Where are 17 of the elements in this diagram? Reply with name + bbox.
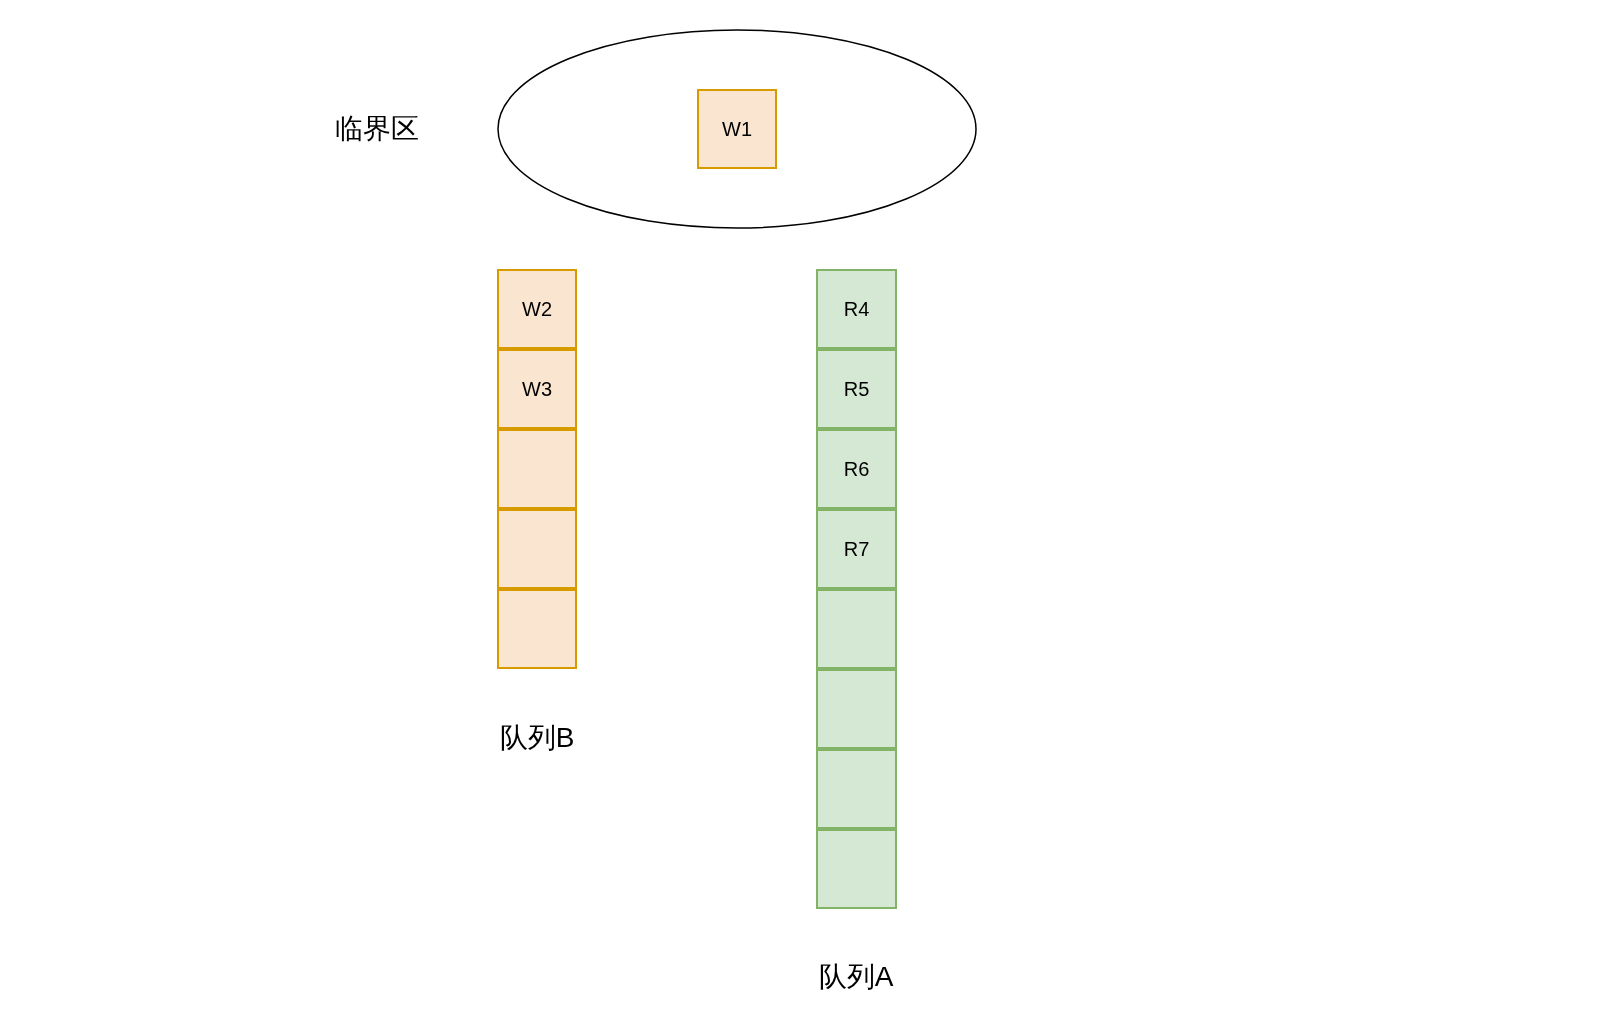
queue-label: 队列B xyxy=(499,721,575,755)
queue-cell xyxy=(497,429,577,509)
queue-cell xyxy=(816,829,897,909)
queue-cell: R6 xyxy=(816,429,897,509)
queue-cell: R7 xyxy=(816,509,897,589)
queue-cell xyxy=(816,589,897,669)
queue-cell: W3 xyxy=(497,349,577,429)
queue-label: 队列A xyxy=(818,960,894,994)
queue-cell xyxy=(816,749,897,829)
queue-cell xyxy=(816,669,897,749)
queue-cell xyxy=(497,589,577,669)
region-label: 临界区 xyxy=(335,112,419,146)
queue-cell: W2 xyxy=(497,269,577,349)
queue-cell xyxy=(497,509,577,589)
queue-cell: R5 xyxy=(816,349,897,429)
queue-cell: W1 xyxy=(697,89,777,169)
queue-cell: R4 xyxy=(816,269,897,349)
